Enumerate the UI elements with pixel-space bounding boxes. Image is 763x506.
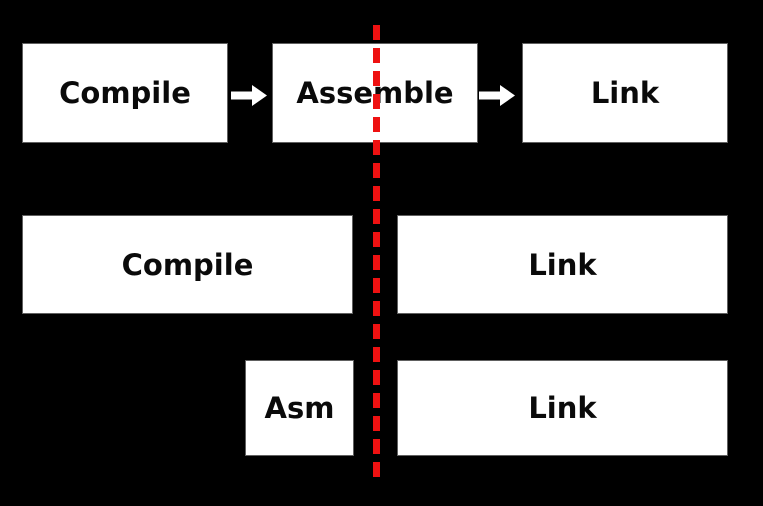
arrow-right-icon bbox=[231, 84, 268, 107]
red-dashed-divider bbox=[373, 25, 380, 478]
box-link-middle-label: Link bbox=[528, 247, 597, 282]
box-compile-middle-label: Compile bbox=[121, 247, 254, 282]
box-asm: Asm bbox=[245, 360, 354, 456]
box-link-middle: Link bbox=[397, 215, 728, 314]
box-link-top-label: Link bbox=[590, 76, 660, 110]
box-asm-label: Asm bbox=[264, 391, 335, 425]
box-compile-top: Compile bbox=[22, 43, 228, 143]
box-link-bottom-label: Link bbox=[528, 391, 597, 425]
box-compile-middle: Compile bbox=[22, 215, 353, 314]
box-link-top: Link bbox=[522, 43, 728, 143]
arrow-right-icon bbox=[479, 84, 516, 107]
box-compile-top-label: Compile bbox=[59, 76, 191, 110]
box-link-bottom: Link bbox=[397, 360, 728, 456]
